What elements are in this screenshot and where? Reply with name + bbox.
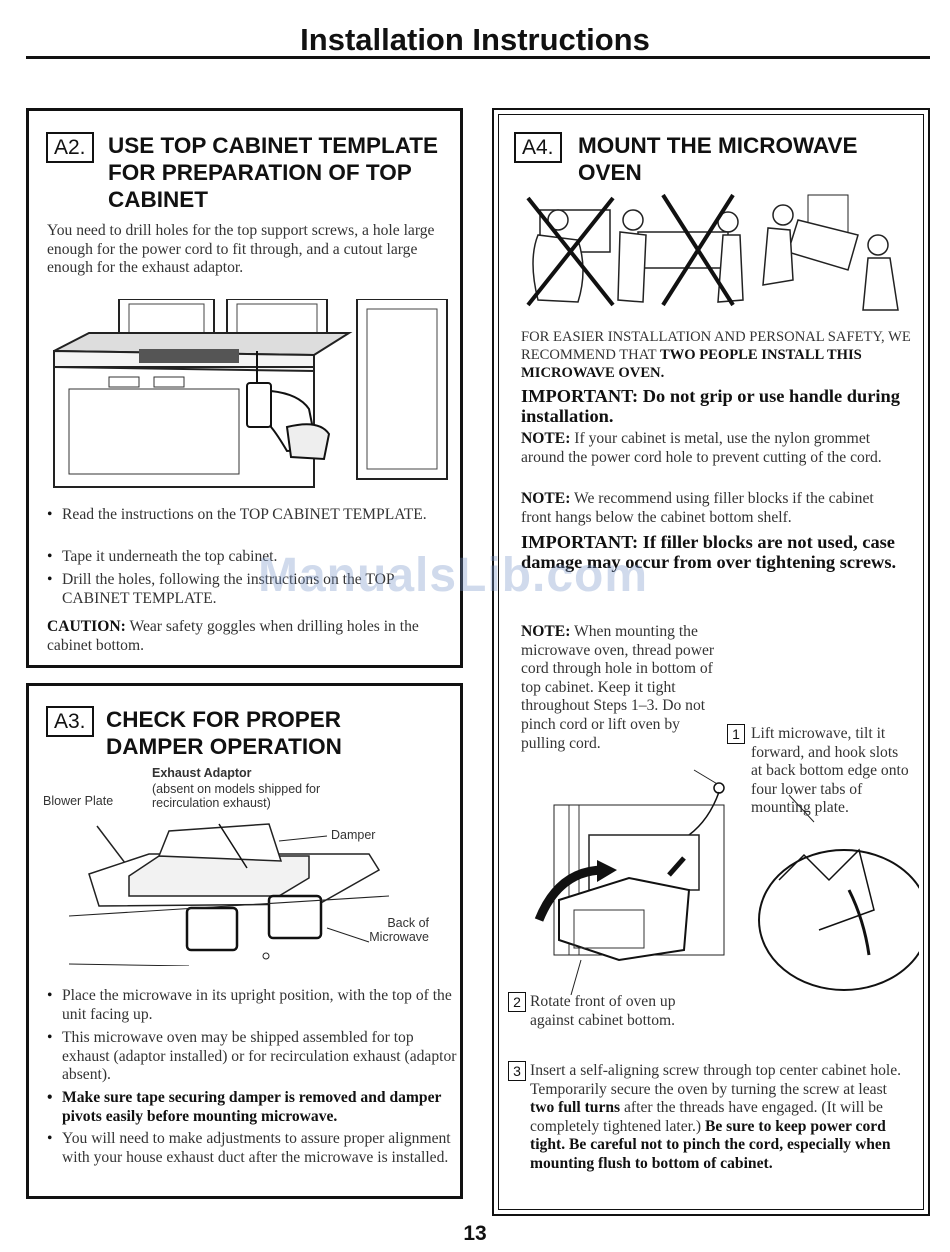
a3-bullet-1: Place the microwave in its upright posit… (47, 987, 457, 1024)
safety-text: FOR EASIER INSTALLATION AND PERSONAL SAF… (521, 328, 911, 383)
section-title: USE TOP CABINET TEMPLATE FOR PREPARATION… (108, 133, 439, 212)
damper-diagram (69, 823, 390, 966)
caution-label: CAUTION: (47, 618, 126, 635)
a3-bullet-2: This microwave oven may be shipped assem… (47, 1029, 457, 1085)
step-3-body-2: after the threads have engaged. (It will… (530, 1099, 883, 1135)
step-3-bold-warning: Be sure to keep power cord tight. Be car… (530, 1117, 891, 1172)
damper-label: Damper (331, 828, 376, 842)
note-power-cord: NOTE: When mounting the microwave oven, … (521, 623, 721, 753)
section-tag: A3. (46, 706, 94, 737)
a2-bullet-1: Read the instructions on the TOP CABINET… (47, 506, 457, 525)
back-of-microwave-label: Back of Microwave (369, 916, 429, 944)
exhaust-note-label: (absent on models shipped for recirculat… (152, 782, 321, 810)
important-filler: IMPORTANT: If filler blocks are not used… (521, 532, 897, 572)
step-2-text: Rotate front of oven up against cabinet … (530, 993, 676, 1029)
a3-bullet-4: You will need to make adjustments to ass… (47, 1130, 457, 1167)
note-label: NOTE: (521, 430, 571, 447)
important-handle: IMPORTANT: Do not grip or use handle dur… (521, 386, 900, 426)
cabinet-drill-illustration (53, 299, 448, 488)
step-3-body: Insert a self-aligning screw through top… (530, 1062, 902, 1098)
safety-bold: TWO PEOPLE INSTALL THIS MICROWAVE OVEN. (521, 347, 862, 382)
caution-body: Wear safety goggles when drilling holes … (47, 618, 419, 654)
section-tag: A4. (514, 132, 562, 163)
section-title: CHECK FOR PROPER DAMPER OPERATION (106, 707, 342, 759)
step-1-text: Lift microwave, tilt it forward, and hoo… (751, 725, 909, 817)
section-tag: A2. (46, 132, 94, 163)
note-body: When mounting the microwave oven, thread… (521, 623, 715, 752)
intro-text: You need to drill holes for the top supp… (47, 222, 435, 277)
lifting-illustrations (526, 193, 899, 311)
section-a3: A3. CHECK FOR PROPER DAMPER OPERATION Ex… (26, 683, 463, 1199)
blower-plate-label: Blower Plate (43, 794, 114, 808)
exhaust-adaptor-label: Exhaust Adaptor (152, 766, 252, 780)
section-a2: A2. USE TOP CABINET TEMPLATE FOR PREPARA… (26, 108, 463, 668)
note-grommet: NOTE: If your cabinet is metal, use the … (521, 430, 906, 467)
note-body: If your cabinet is metal, use the nylon … (521, 430, 882, 466)
correct-lift (762, 194, 899, 311)
step-3-text: Insert a self-aligning screw through top… (530, 1062, 915, 1174)
watermark: ManualsLib.com (258, 549, 649, 602)
a2-bullet-3: Drill the holes, following the instructi… (47, 571, 457, 608)
step-3-bold-turns: two full turns (530, 1099, 621, 1117)
section-title: MOUNT THE MICROWAVE OVEN (578, 133, 858, 185)
page-title: Installation Instructions (300, 22, 650, 57)
step-2-number: 2 (508, 992, 526, 1012)
note-label: NOTE: (521, 623, 571, 640)
a2-bullet-2: Tape it underneath the top cabinet. (47, 548, 457, 567)
section-inner-border (498, 114, 924, 1210)
note-label: NOTE: (521, 490, 571, 507)
incorrect-lift-1 (526, 196, 615, 307)
note-filler-blocks: NOTE: We recommend using filler blocks i… (521, 490, 906, 527)
header-rule (26, 56, 930, 59)
mounting-illustration (534, 769, 919, 995)
note-body: We recommend using filler blocks if the … (521, 490, 874, 526)
page-number: 13 (463, 1222, 487, 1245)
incorrect-lift-2 (617, 193, 744, 307)
step-3-number: 3 (508, 1061, 526, 1081)
section-a4: A4. MOUNT THE MICROWAVE OVEN (492, 108, 930, 1216)
safety-body: FOR EASIER INSTALLATION AND PERSONAL SAF… (521, 329, 911, 364)
caution-text: CAUTION: Wear safety goggles when drilli… (47, 618, 442, 655)
step-1-number: 1 (727, 724, 745, 744)
a3-bullet-3: Make sure tape securing damper is remove… (47, 1089, 457, 1126)
